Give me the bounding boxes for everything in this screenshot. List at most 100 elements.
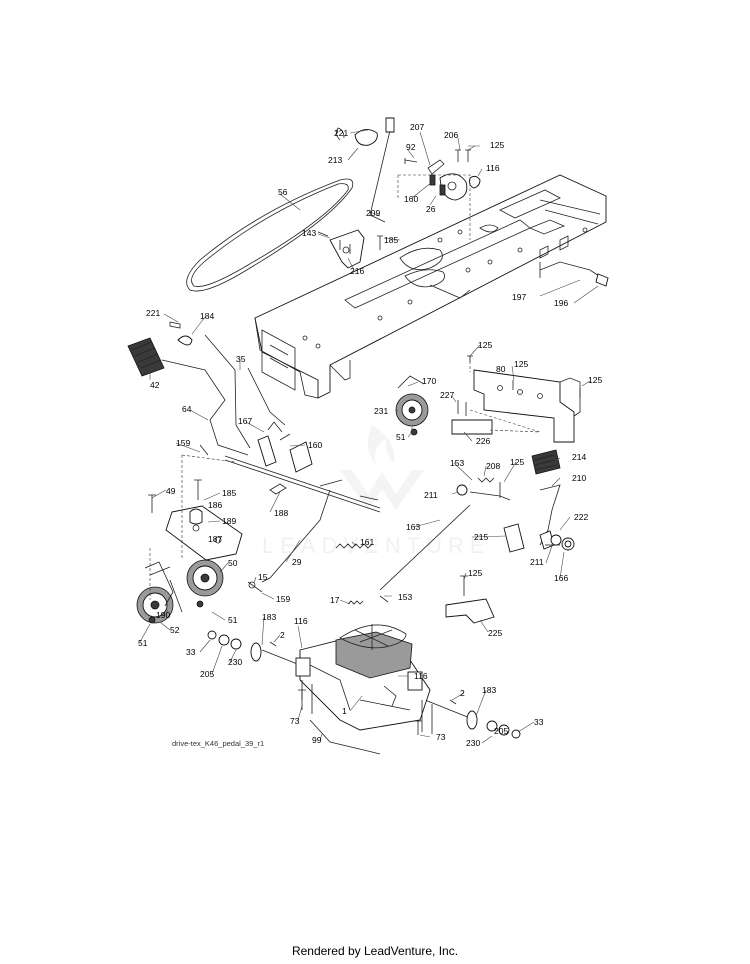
callout-17: 17	[330, 595, 340, 605]
callout-49: 49	[166, 486, 176, 496]
leader-lines	[139, 129, 599, 744]
transaxle	[261, 624, 471, 734]
pulley-231	[395, 375, 429, 436]
foot-pedal-assembly	[503, 449, 575, 553]
callout-209: 209	[366, 208, 380, 218]
callout-42: 42	[150, 380, 160, 390]
callout-125e: 125	[510, 457, 524, 467]
idler-bracket	[136, 454, 243, 624]
diagram-caption: drive-tex_K46_pedal_39_r1	[172, 739, 264, 748]
callout-185b: 185	[222, 488, 236, 498]
callout-116b: 116	[294, 616, 308, 626]
bracket-80	[451, 355, 581, 443]
pedal-shaft	[199, 421, 381, 513]
frame-assembly	[254, 174, 607, 399]
callout-205: 205	[200, 669, 214, 679]
callout-207: 207	[410, 122, 424, 132]
callout-125c: 125	[514, 359, 528, 369]
shift-bracket	[397, 149, 481, 240]
bracket-225	[445, 575, 495, 624]
callout-206: 206	[444, 130, 458, 140]
callout-116: 116	[486, 163, 500, 173]
callout-92: 92	[406, 142, 416, 152]
link-15	[247, 581, 263, 593]
callout-226: 226	[476, 436, 490, 446]
callout-160: 160	[404, 194, 418, 204]
callout-167: 167	[238, 416, 252, 426]
left-axle-parts	[207, 630, 277, 662]
footer-credit: Rendered by LeadVenture, Inc.	[291, 944, 459, 958]
callout-159: 159	[176, 438, 190, 448]
callout-125: 125	[490, 140, 504, 150]
callout-221b: 221	[146, 308, 160, 318]
callout-50: 50	[228, 558, 238, 568]
callout-227: 227	[440, 390, 454, 400]
callout-15: 15	[258, 572, 268, 582]
callout-216: 216	[350, 266, 364, 276]
callout-185: 185	[384, 235, 398, 245]
callout-197: 197	[512, 292, 526, 302]
callout-183: 183	[262, 612, 276, 622]
callout-80: 80	[496, 364, 506, 374]
right-axle-parts	[449, 699, 521, 739]
callout-225: 225	[488, 628, 502, 638]
callout-99: 99	[312, 735, 322, 745]
callout-184: 184	[200, 311, 214, 321]
callout-205b: 205	[494, 726, 508, 736]
callout-29: 29	[292, 557, 302, 567]
callout-163: 163	[406, 522, 420, 532]
callout-2: 2	[280, 630, 285, 640]
callout-230: 230	[228, 657, 242, 667]
shift-lever	[336, 117, 395, 223]
callout-125b: 125	[478, 340, 492, 350]
callout-33: 33	[186, 647, 196, 657]
callout-52: 52	[170, 625, 180, 635]
callout-73b: 73	[436, 732, 446, 742]
callout-33b: 33	[534, 717, 544, 727]
callout-160b: 160	[308, 440, 322, 450]
drive-belt	[186, 178, 354, 292]
callout-153: 153	[450, 458, 464, 468]
callout-190: 190	[156, 610, 170, 620]
callout-166: 166	[554, 573, 568, 583]
lever-197	[539, 261, 609, 287]
callout-64: 64	[182, 404, 192, 414]
callout-221: 221	[334, 128, 348, 138]
callout-231: 231	[374, 406, 388, 416]
callout-labels: 221 213 207 206 125 92 116 56 160 26 209…	[138, 122, 602, 748]
callout-51c: 51	[138, 638, 148, 648]
callout-183b: 183	[482, 685, 496, 695]
callout-2b: 2	[460, 688, 465, 698]
callout-187: 187	[208, 534, 222, 544]
callout-213: 213	[328, 155, 342, 165]
callout-153b: 153	[398, 592, 412, 602]
bracket-216	[317, 229, 383, 269]
callout-161: 161	[360, 537, 374, 547]
callout-159b: 159	[276, 594, 290, 604]
callout-125f: 125	[468, 568, 482, 578]
callout-189: 189	[222, 516, 236, 526]
brake-rod-assembly	[127, 321, 286, 456]
callout-56: 56	[278, 187, 288, 197]
callout-51b: 51	[228, 615, 238, 625]
callout-222: 222	[574, 512, 588, 522]
callout-143: 143	[302, 228, 316, 238]
spring-161	[261, 489, 373, 583]
callout-125d: 125	[588, 375, 602, 385]
callout-214: 214	[572, 452, 586, 462]
callout-26: 26	[426, 204, 436, 214]
watermark-text: LEADVENTURE	[262, 533, 491, 558]
callout-186: 186	[208, 500, 222, 510]
callout-208: 208	[486, 461, 500, 471]
bolts-73	[298, 689, 422, 755]
callout-196: 196	[554, 298, 568, 308]
callout-210: 210	[572, 473, 586, 483]
control-rod-163	[379, 477, 511, 591]
callout-215: 215	[474, 532, 488, 542]
spring-17	[347, 595, 389, 605]
callout-188: 188	[274, 508, 288, 518]
callout-73: 73	[290, 716, 300, 726]
callout-51: 51	[396, 432, 406, 442]
callout-116c: 116	[414, 671, 428, 681]
